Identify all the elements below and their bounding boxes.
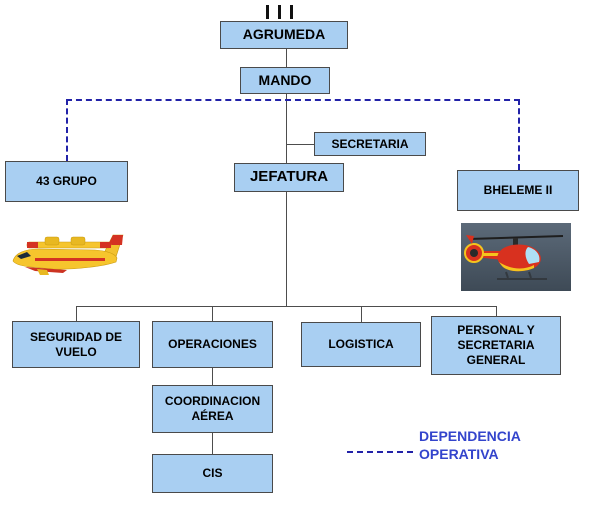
legend-label: DEPENDENCIA OPERATIVA (419, 428, 521, 462)
connector-agrumeda-mando (286, 49, 287, 67)
node-secretaria: SECRETARIA (314, 132, 426, 156)
connector-operaciones-coordinacion (212, 368, 213, 385)
connector-bus (76, 306, 497, 307)
connector-mando-jefatura (286, 94, 287, 163)
dashed-line-left (66, 99, 68, 161)
node-personal-y-secretaria: PERSONAL Y SECRETARIA GENERAL (431, 316, 561, 375)
node-cis: CIS (152, 454, 273, 493)
legend-dash-sample (347, 451, 413, 453)
node-mando: MANDO (240, 67, 330, 94)
dashed-line-right (518, 99, 520, 170)
connector-drop-personal (496, 306, 497, 316)
top-connector-tick-2 (278, 5, 281, 19)
connector-secretaria-stub (286, 144, 314, 145)
rescue-helicopter-image (461, 223, 571, 291)
top-connector-tick-1 (266, 5, 269, 19)
node-seguridad-de-vuelo: SEGURIDAD DE VUELO (12, 321, 140, 368)
node-operaciones: OPERACIONES (152, 321, 273, 368)
connector-jefatura-bus (286, 192, 287, 306)
dashed-line-horizontal (66, 99, 520, 101)
canadair-seaplane-image (5, 223, 128, 286)
connector-drop-logistica (361, 306, 362, 322)
connector-drop-seguridad (76, 306, 77, 321)
node-coordinacion-aerea: COORDINACION AÉREA (152, 385, 273, 433)
top-connector-tick-3 (290, 5, 293, 19)
node-jefatura: JEFATURA (234, 163, 344, 192)
node-agrumeda: AGRUMEDA (220, 21, 348, 49)
connector-drop-operaciones (212, 306, 213, 321)
connector-coordinacion-cis (212, 433, 213, 454)
node-43-grupo: 43 GRUPO (5, 161, 128, 202)
node-bheleme-ii: BHELEME II (457, 170, 579, 211)
node-logistica: LOGISTICA (301, 322, 421, 367)
